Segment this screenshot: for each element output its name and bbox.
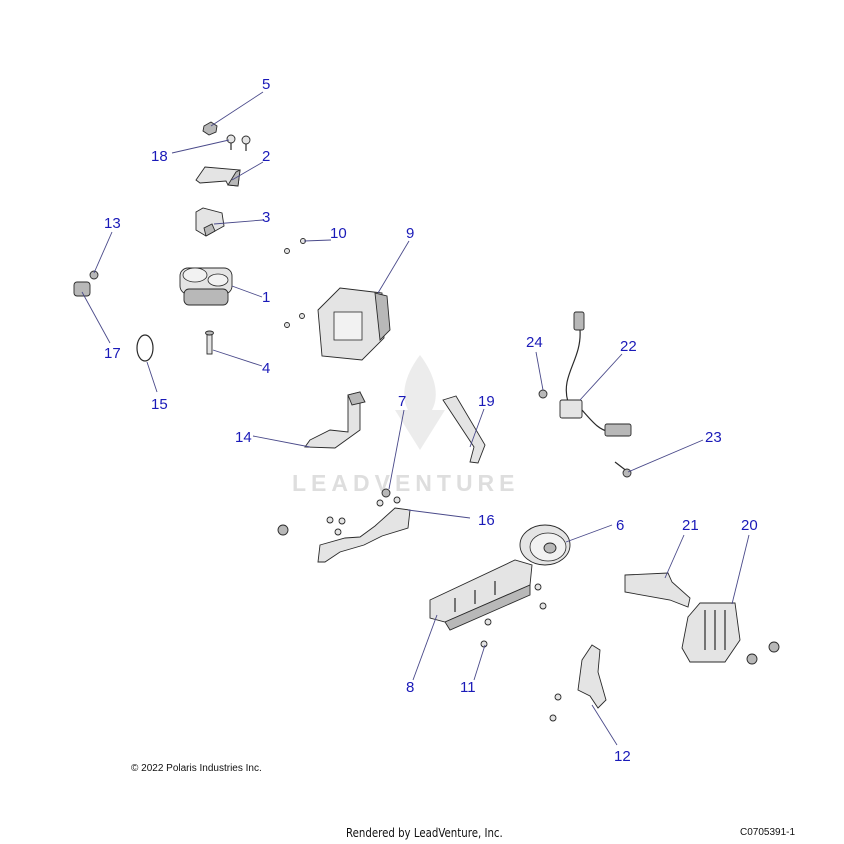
part-24-nut [538, 389, 548, 399]
part-3-clip [195, 207, 225, 237]
leader-9 [377, 240, 410, 294]
callout-10: 10 [330, 225, 347, 242]
callout-7: 7 [398, 393, 406, 410]
callout-18: 18 [151, 148, 168, 165]
part-17-connector [73, 281, 91, 297]
copyright-notice: © 2022 Polaris Industries Inc. [131, 763, 262, 774]
callout-1: 1 [262, 289, 270, 306]
callout-8: 8 [406, 679, 414, 696]
leader-24 [535, 351, 544, 391]
leader-19 [469, 408, 485, 448]
part-19-bracket [442, 395, 486, 464]
part-21-bracket [624, 572, 691, 608]
leader-1 [231, 285, 263, 298]
callout-6: 6 [616, 517, 624, 534]
part-22-sensor-harness [559, 311, 632, 437]
callout-23: 23 [705, 429, 722, 446]
callout-15: 15 [151, 396, 168, 413]
rendered-by-credit: Rendered by LeadVenture, Inc. [346, 826, 503, 840]
callout-13: 13 [104, 215, 121, 232]
leader-20 [731, 534, 750, 605]
callout-12: 12 [614, 748, 631, 765]
callout-20: 20 [741, 517, 758, 534]
leader-3 [213, 219, 264, 225]
watermark-flame-logo [395, 355, 445, 450]
part-1-ignition-coil [179, 267, 233, 306]
leader-10 [303, 239, 332, 242]
part-18-screws [226, 134, 251, 151]
callout-2: 2 [262, 148, 270, 165]
part-23-bolt [614, 461, 632, 478]
part-16-bracket [277, 507, 411, 563]
part-7-bolts [376, 488, 401, 507]
leader-14 [252, 435, 311, 448]
callout-22: 22 [620, 338, 637, 355]
part-12-bracket [549, 644, 607, 722]
diagram-code: C0705391-1 [740, 827, 796, 838]
part-9-ecu [317, 287, 391, 361]
callout-24: 24 [526, 334, 543, 351]
part-10-screws [284, 238, 306, 328]
leader-15 [146, 361, 158, 393]
leader-21 [664, 534, 685, 579]
leader-11 [473, 644, 486, 681]
leader-16 [407, 509, 471, 519]
part-20-regulator [681, 602, 780, 665]
leader-7 [388, 409, 405, 490]
leader-lines [81, 91, 750, 746]
part-14-bracket [304, 391, 366, 449]
part-6-pulley [519, 524, 571, 566]
leader-22 [579, 353, 623, 401]
watermark-text: LEADVENTURE [292, 470, 520, 496]
leader-6 [565, 524, 613, 543]
part-15-cable-tie [136, 334, 154, 362]
callout-19: 19 [478, 393, 495, 410]
callout-5: 5 [262, 76, 270, 93]
part-5-nut [202, 121, 218, 136]
callout-14: 14 [235, 429, 252, 446]
callout-numbers: 5 2 3 1 4 18 13 17 15 10 9 14 7 19 16 6 … [104, 76, 758, 765]
callout-16: 16 [478, 512, 495, 529]
leader-13 [93, 231, 113, 274]
leader-17 [81, 291, 111, 344]
leader-8 [412, 614, 438, 681]
leader-2 [231, 161, 264, 181]
callout-11: 11 [460, 679, 476, 696]
callout-4: 4 [262, 360, 270, 377]
callout-9: 9 [406, 225, 414, 242]
part-8-relay-block [429, 559, 547, 648]
leader-5 [210, 91, 264, 127]
leader-12 [591, 704, 618, 746]
callout-3: 3 [262, 209, 270, 226]
callout-17: 17 [104, 345, 121, 362]
leader-23 [627, 439, 704, 473]
callout-21: 21 [682, 517, 699, 534]
leader-4 [212, 349, 263, 367]
part-4-bolt [205, 330, 214, 355]
part-13-nut [89, 270, 99, 280]
leadventure-watermark: LEADVENTURE [292, 355, 520, 496]
leader-18 [171, 139, 230, 154]
part-2-bracket [195, 166, 241, 187]
